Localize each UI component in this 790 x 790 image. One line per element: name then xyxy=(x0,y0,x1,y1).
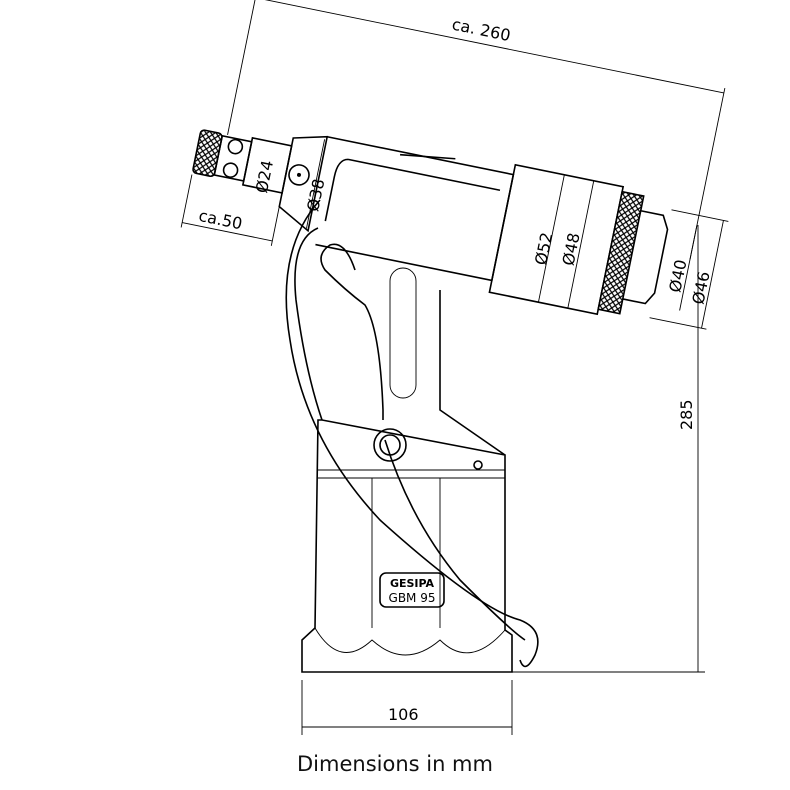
overall-length-label: ca. 260 xyxy=(450,15,512,45)
model-plate xyxy=(379,572,445,608)
height-label: 285 xyxy=(677,399,696,430)
cylinder-knurl xyxy=(597,190,645,315)
overall-length-dim-line xyxy=(255,0,724,94)
brand-label: GESIPA xyxy=(390,577,435,590)
tool-head: ca. 260 Ø24 ca.50 Ø38 Ø52 Ø48 Ø40 Ø46 xyxy=(180,0,729,330)
base xyxy=(301,419,513,673)
end-diameter-2-label: Ø46 xyxy=(688,270,713,306)
nose-length-dim-line xyxy=(182,222,273,242)
cylinder-diameter-1-label: Ø52 xyxy=(531,231,556,267)
grip-slot xyxy=(389,267,417,399)
end-diameter-1-label: Ø40 xyxy=(665,258,690,294)
air-hose xyxy=(285,199,539,668)
base-width-label: 106 xyxy=(388,705,419,724)
cylinder-diameter-2-label: Ø48 xyxy=(559,231,584,267)
grip xyxy=(294,227,506,456)
caption: Dimensions in mm xyxy=(297,752,493,776)
nose-diameter-label: Ø24 xyxy=(252,159,277,195)
nose-length-label: ca.50 xyxy=(197,206,244,233)
model-label: GBM 95 xyxy=(389,591,436,605)
